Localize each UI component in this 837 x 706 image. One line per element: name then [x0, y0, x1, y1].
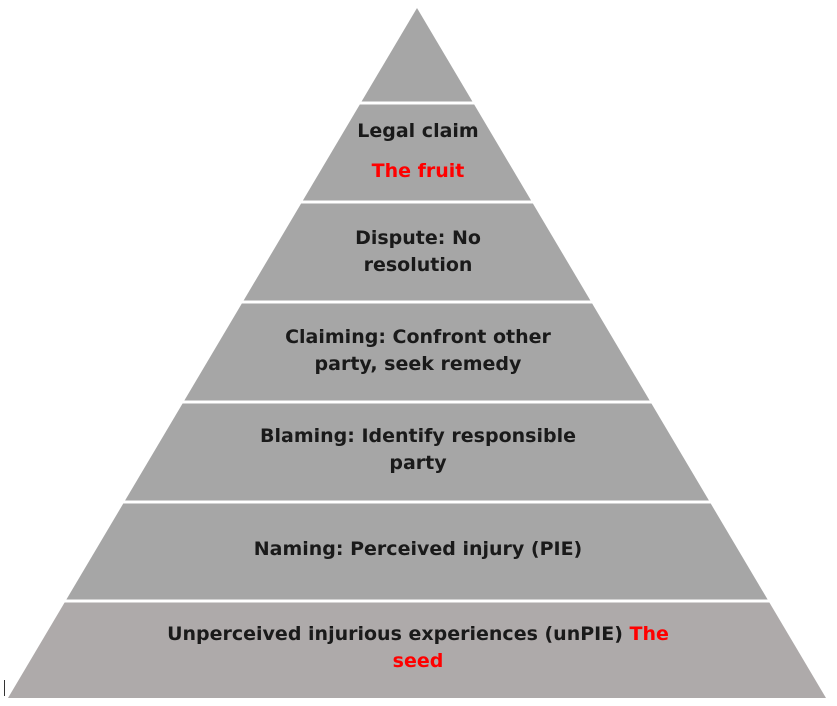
tier-naming: [65, 502, 769, 601]
tier-label-claiming: Claiming: Confront other party, seek rem…: [285, 326, 551, 375]
tier-label-unpie: Unperceived injurious experiences (unPIE…: [148, 621, 688, 675]
unpie-text: Unperceived injurious experiences (unPIE…: [167, 623, 623, 645]
tier-legal-claim: [302, 103, 532, 202]
the-fruit-text: The fruit: [371, 160, 465, 182]
tier-unpie: [8, 601, 826, 698]
legal-claim-text: Legal claim: [357, 120, 479, 142]
tier-claiming: [183, 302, 651, 402]
tier-blaming: [124, 402, 710, 502]
tier-apex: [360, 8, 474, 103]
tier-label-dispute: Dispute: No resolution: [355, 227, 481, 276]
the-seed-text: The seed: [392, 623, 669, 672]
tier-label-blaming: Blaming: Identify responsible party: [260, 425, 576, 474]
tier-label-naming: Naming: Perceived injury (PIE): [253, 538, 583, 560]
text-cursor-mark: [4, 680, 5, 696]
tier-dispute: [242, 202, 592, 302]
tier-label-legal-claim: Legal claim The fruit: [318, 118, 518, 185]
